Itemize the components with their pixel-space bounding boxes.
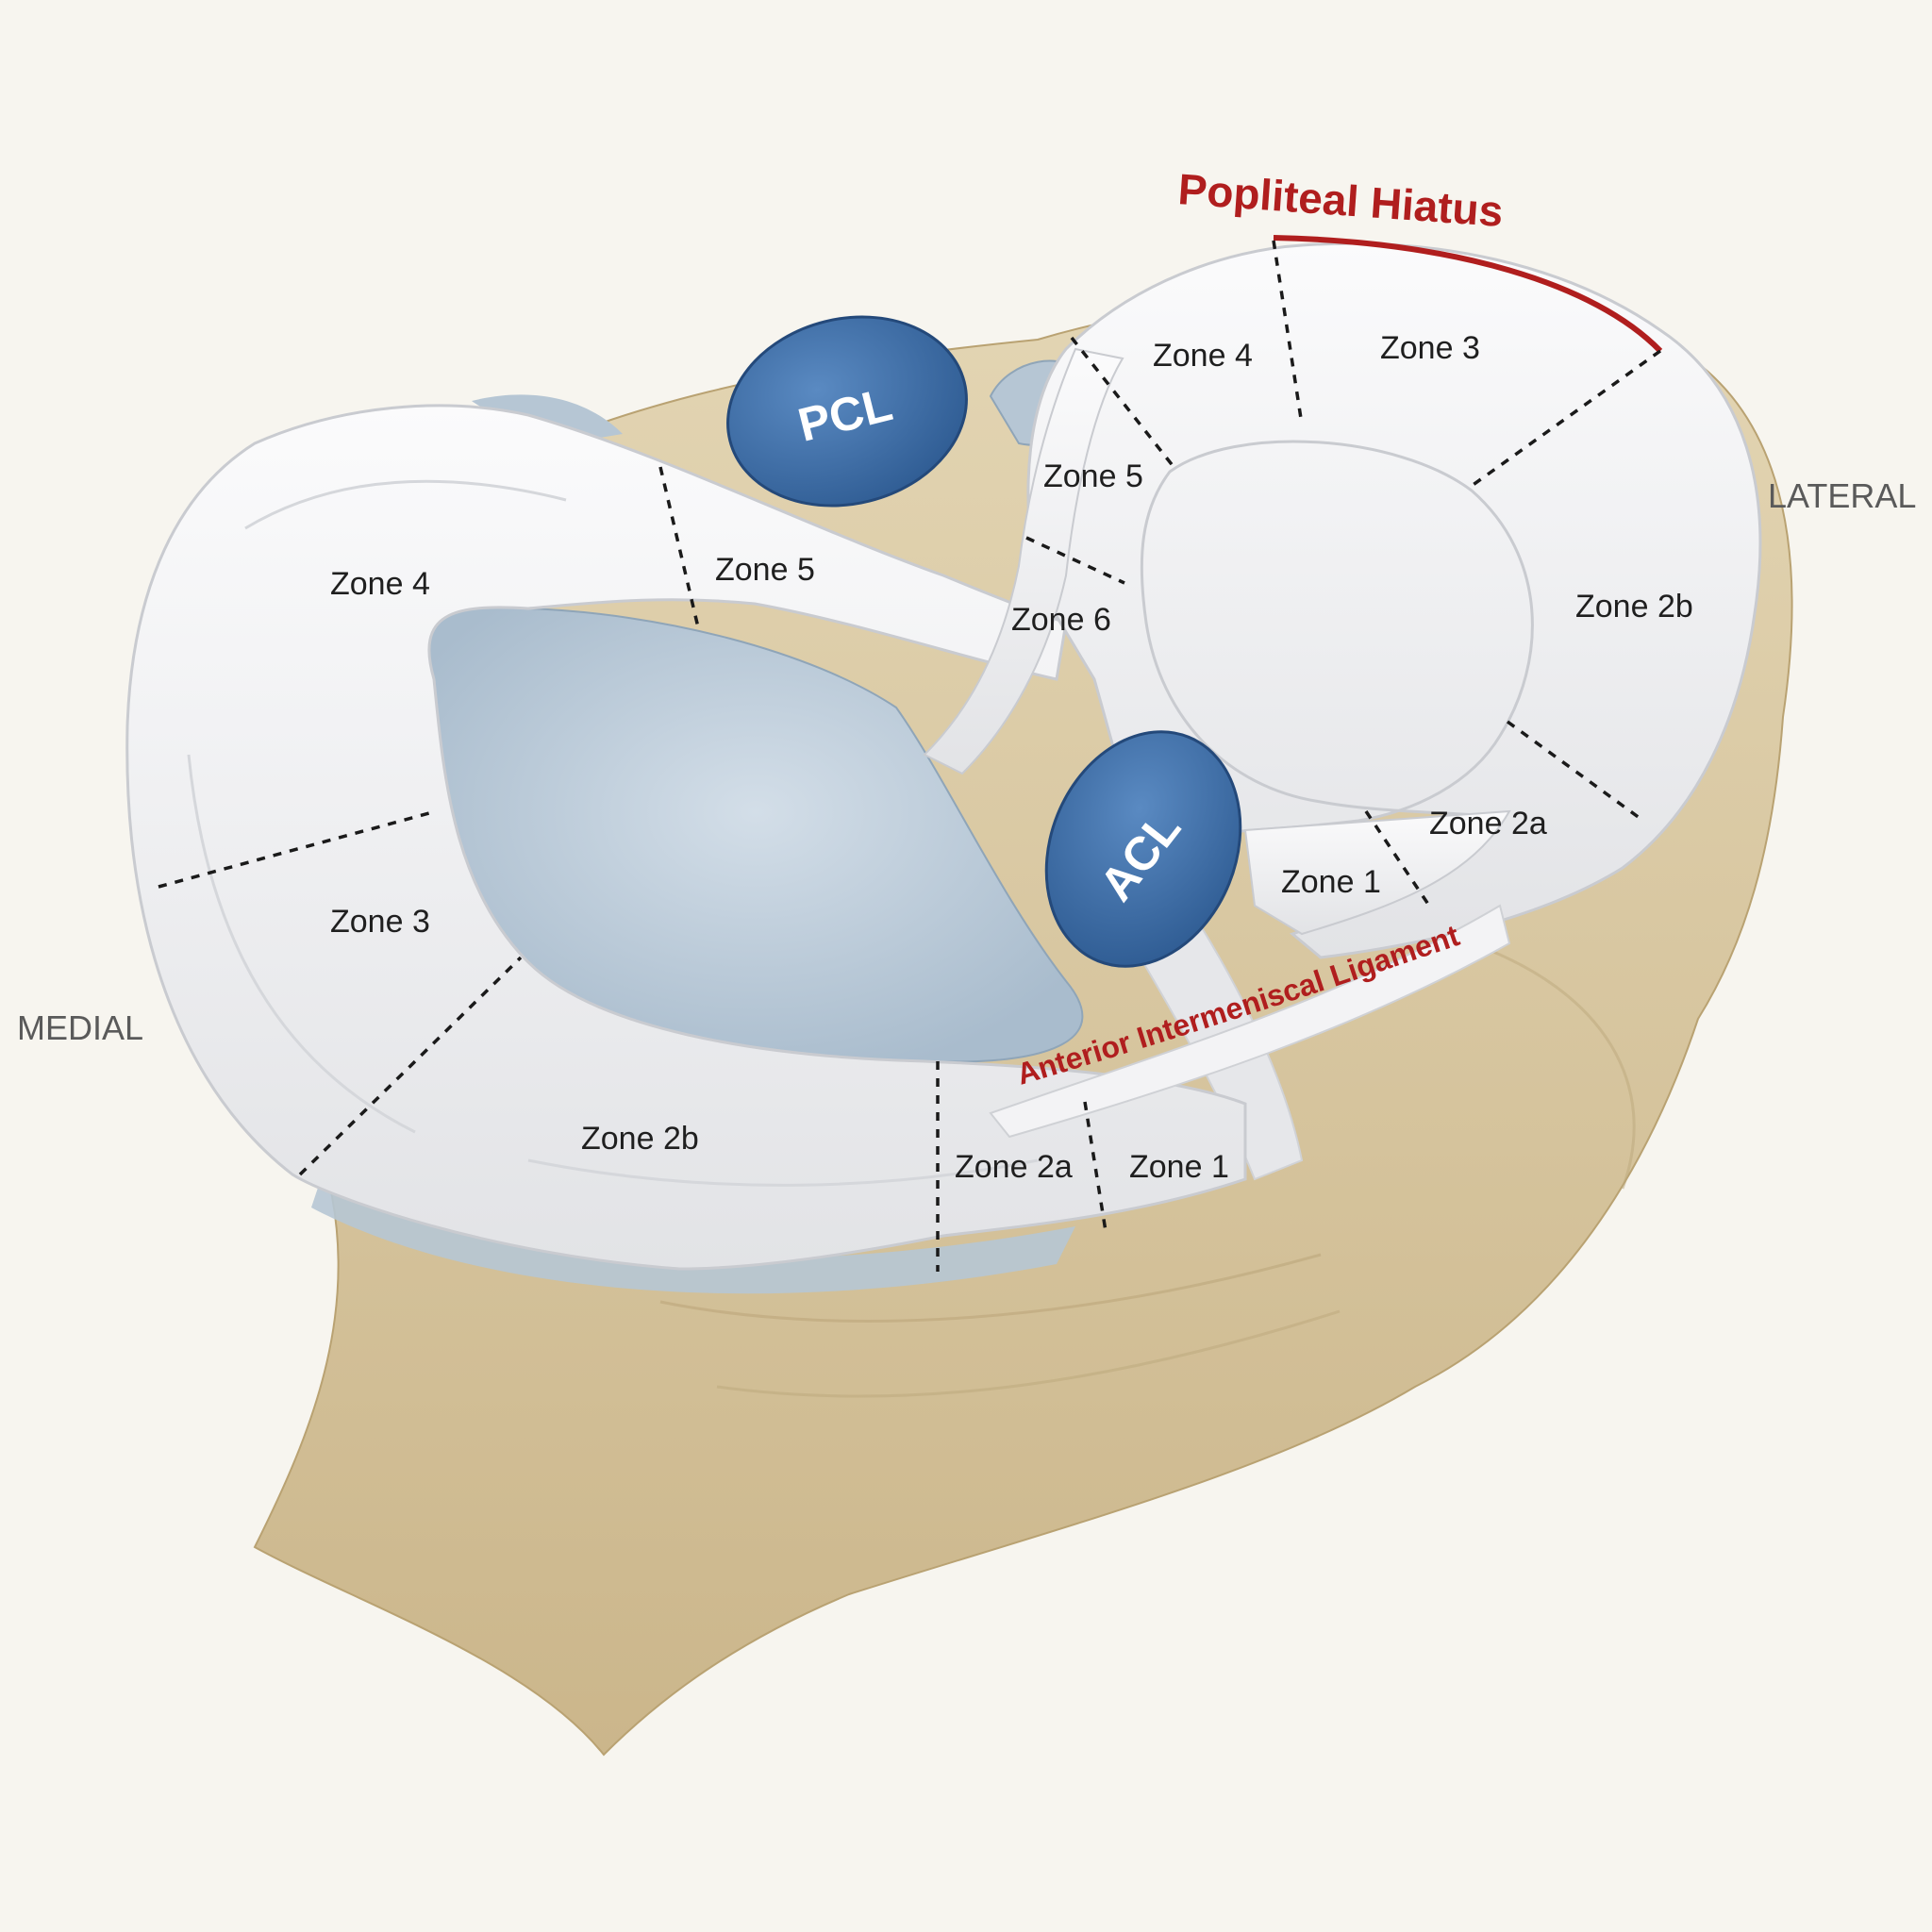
medial-zone-2a-label: Zone 2a bbox=[955, 1149, 1073, 1185]
lateral-zone-1-label: Zone 1 bbox=[1281, 864, 1381, 900]
popliteal-hiatus-label: Popliteal Hiatus bbox=[1176, 164, 1505, 236]
medial-zone-1-label: Zone 1 bbox=[1129, 1149, 1229, 1185]
lateral-zone-3-label: Zone 3 bbox=[1380, 330, 1480, 366]
pcl: PCL bbox=[726, 315, 968, 508]
lateral-zone-6-label: Zone 6 bbox=[1011, 602, 1111, 638]
lateral-zone-2b-label: Zone 2b bbox=[1575, 589, 1693, 625]
lateral-zone-2a-label: Zone 2a bbox=[1429, 806, 1547, 841]
medial-zone-4-label: Zone 4 bbox=[330, 566, 430, 602]
lateral-zone-4-label: Zone 4 bbox=[1153, 338, 1253, 374]
acl: ACL bbox=[1044, 730, 1242, 968]
zone-dividers bbox=[158, 240, 1662, 1272]
medial-zone-2b-label: Zone 2b bbox=[581, 1121, 699, 1157]
lateral-label: LATERAL bbox=[1768, 476, 1916, 515]
anterior-intermeniscal-ligament bbox=[989, 904, 1511, 1139]
lateral-zone-5-label: Zone 5 bbox=[1043, 458, 1143, 494]
medial-zone-3-label: Zone 3 bbox=[330, 904, 430, 940]
medial-zone-5-label: Zone 5 bbox=[715, 552, 815, 588]
popliteal-hiatus-arc bbox=[1273, 235, 1663, 354]
medial-label: MEDIAL bbox=[17, 1008, 143, 1047]
